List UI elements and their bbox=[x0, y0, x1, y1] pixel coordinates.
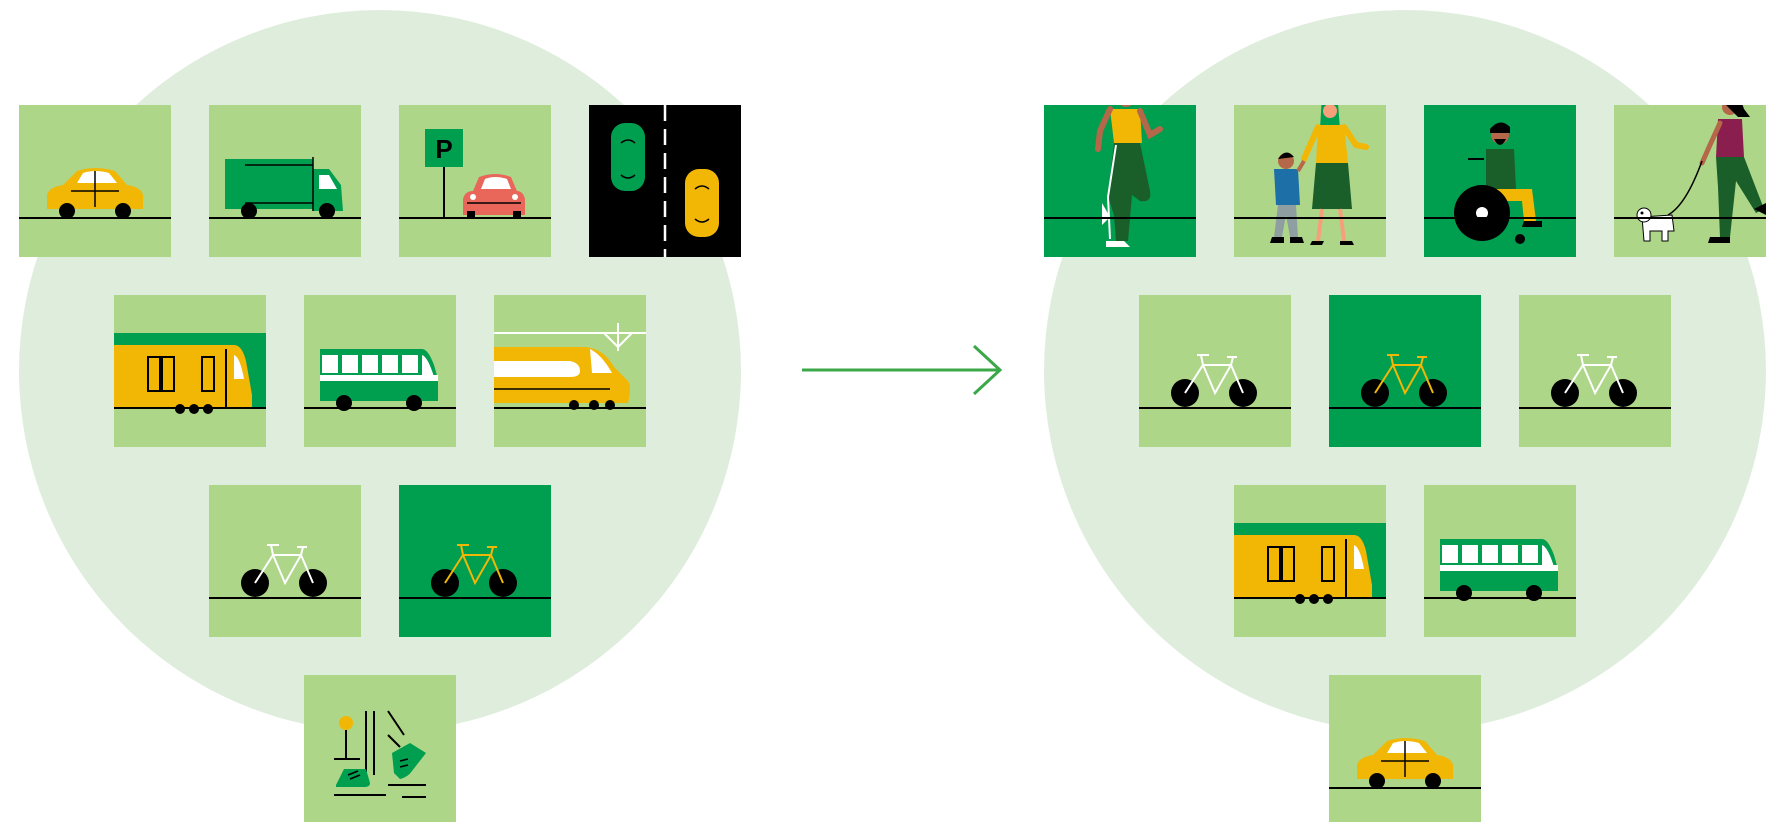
tram-icon bbox=[1234, 522, 1386, 605]
tram-tile bbox=[1234, 485, 1386, 637]
road-lanes-tile bbox=[589, 105, 741, 257]
bus-icon bbox=[304, 349, 456, 411]
bus-tile bbox=[1424, 485, 1576, 637]
taxi-icon bbox=[1329, 737, 1481, 790]
tram-tile bbox=[114, 295, 266, 447]
family-walking-tile bbox=[1234, 105, 1386, 257]
bicycle-tile-1 bbox=[1139, 295, 1291, 447]
tram-icon bbox=[114, 332, 266, 415]
dog-walker-icon bbox=[1614, 105, 1766, 243]
bicycle-dark-tile bbox=[399, 485, 551, 637]
bus-icon bbox=[1424, 539, 1576, 601]
arrow-right-icon bbox=[802, 344, 1003, 396]
jogger-tile bbox=[1044, 105, 1196, 257]
jogger-icon bbox=[1044, 105, 1196, 257]
wheelchair-tile bbox=[1424, 105, 1576, 257]
bicycle-icon bbox=[209, 544, 361, 599]
bicycle-tile-2 bbox=[1519, 295, 1671, 447]
bicycle-tile bbox=[209, 485, 361, 637]
wheelchair-icon bbox=[1424, 122, 1576, 244]
bicycle-icon bbox=[1519, 354, 1671, 409]
walking-feet-tile bbox=[304, 675, 456, 822]
taxi-tile bbox=[19, 105, 171, 257]
parking-icon: P bbox=[399, 129, 551, 219]
bicycle-icon bbox=[1139, 354, 1291, 409]
bicycle-dark-tile bbox=[1329, 295, 1481, 447]
feet-icon bbox=[334, 710, 426, 798]
taxi-icon bbox=[19, 167, 171, 220]
parking-sign-label: P bbox=[435, 134, 452, 164]
bicycle-icon bbox=[1329, 354, 1481, 409]
bicycle-icon bbox=[399, 544, 551, 599]
family-icon bbox=[1234, 105, 1386, 245]
truck-tile bbox=[209, 105, 361, 257]
dog-walker-tile bbox=[1614, 105, 1766, 257]
highspeed-train-tile bbox=[494, 295, 646, 447]
train-icon bbox=[494, 323, 646, 410]
road-icon bbox=[611, 105, 719, 257]
taxi-tile bbox=[1329, 675, 1481, 822]
bus-tile bbox=[304, 295, 456, 447]
truck-icon bbox=[209, 157, 361, 219]
parking-tile: P bbox=[399, 105, 551, 257]
